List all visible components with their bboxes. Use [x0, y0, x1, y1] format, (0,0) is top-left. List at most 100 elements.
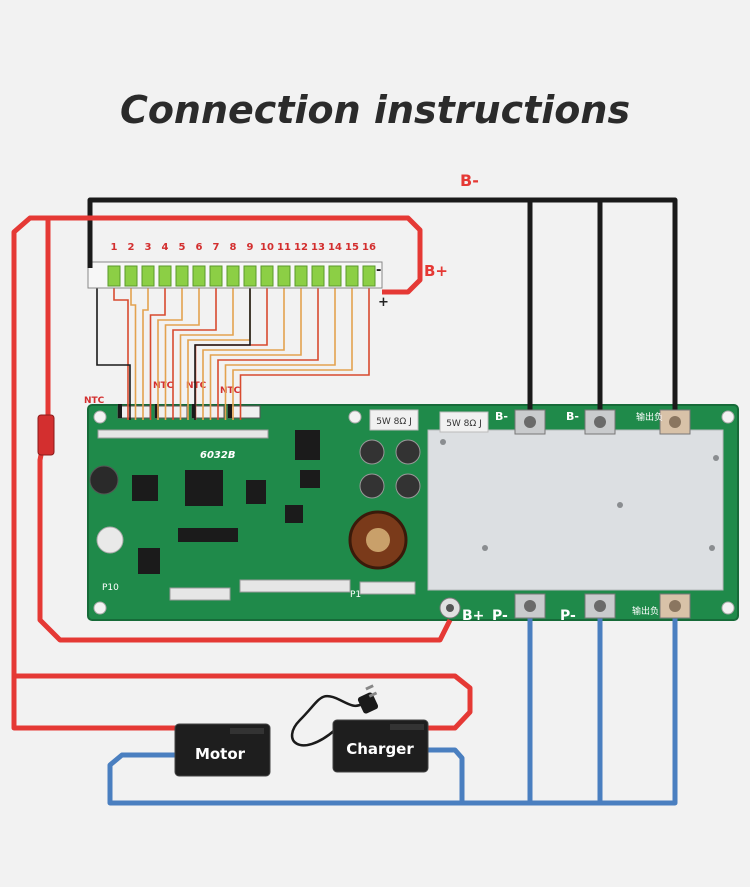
b-plus-label: B+: [424, 262, 448, 280]
balance-wire-14: [224, 288, 336, 420]
balance-wire-15: [232, 288, 353, 420]
balance-wire-6: [164, 288, 200, 420]
capacitor: [359, 439, 385, 465]
balance-wire-12: [209, 288, 302, 420]
cell-number: 3: [145, 242, 152, 253]
cell-number: 10: [260, 242, 274, 253]
pack-plus-label: +: [378, 295, 389, 310]
port-label: P10: [102, 583, 119, 593]
charger-label: Charger: [346, 740, 414, 758]
cell-number: 5: [179, 242, 186, 253]
pack-minus-label: -: [376, 263, 381, 278]
b-minus-label: B-: [460, 171, 479, 190]
balance-pin-5: [175, 265, 189, 287]
sense-wire: [96, 288, 131, 420]
terminal-label: B+: [462, 608, 484, 624]
chip: [132, 475, 158, 501]
cell-number: 15: [345, 242, 359, 253]
page-title: Connection instructions: [119, 88, 631, 132]
balance-wire-4: [149, 288, 166, 420]
motor: Motor: [174, 723, 271, 777]
balance-pin-4: [158, 265, 172, 287]
balance-wire-5: [157, 288, 183, 420]
header-connector: [239, 579, 351, 593]
cell-number: 13: [311, 242, 325, 253]
buzzer: [89, 465, 119, 495]
balance-pin-13: [311, 265, 325, 287]
capacitor: [395, 473, 421, 499]
chip: [178, 528, 238, 542]
terminals: B- B- 输出负 B+ P- P- 输出负: [439, 409, 691, 624]
heatsink: [427, 429, 724, 591]
balance-wire-3: [142, 288, 149, 420]
balance-pin-6: [192, 265, 206, 287]
bms-board: 5W 8Ω J 5W 8Ω J 6032B P10 P1: [87, 404, 739, 621]
power-resistor: [439, 411, 489, 433]
balance-pin-1: [107, 265, 121, 287]
charger: Charger: [332, 719, 429, 773]
balance-pin-16: [362, 265, 376, 287]
cell-number: 8: [230, 242, 237, 253]
cell-number: 16: [362, 242, 376, 253]
terminal-label: 输出负: [632, 605, 659, 617]
cell-number: 11: [277, 242, 291, 253]
header-connector: [97, 429, 269, 439]
cell-number: 14: [328, 242, 342, 253]
main-chip: [185, 470, 223, 506]
balance-pin-15: [345, 265, 359, 287]
motor-label: Motor: [195, 745, 246, 763]
balance-pin-14: [328, 265, 342, 287]
chip: [246, 480, 266, 504]
balance-wires: [96, 288, 370, 420]
terminal-label: B-: [495, 410, 508, 423]
cell-number: 6: [196, 242, 203, 253]
balance-pin-11: [277, 265, 291, 287]
p-minus-wire: [107, 612, 678, 806]
ntc-label: NTC: [84, 396, 105, 406]
ntc-label: NTC: [153, 381, 174, 391]
cell-number: 2: [128, 242, 135, 253]
plug-icon: [357, 684, 379, 714]
balance-pin-12: [294, 265, 308, 287]
balance-wire-16: [239, 288, 370, 420]
charger-cable: [290, 694, 363, 747]
balance-pin-10: [260, 265, 274, 287]
ntc-connectors: NTC NTC NTC NTC: [84, 381, 261, 419]
header-connector: [359, 581, 416, 595]
ntc-label: NTC: [186, 381, 207, 391]
terminal-label: P-: [560, 608, 576, 624]
power-resistor: [369, 409, 419, 431]
chip: [300, 470, 320, 488]
balance-pin-3: [141, 265, 155, 287]
balance-wire-1: [113, 288, 129, 420]
balance-pin-7: [209, 265, 223, 287]
chip: [285, 505, 303, 523]
b-minus-wire: [87, 197, 678, 418]
wire-connector: [37, 414, 55, 456]
cell-number: 9: [247, 242, 254, 253]
balance-pin-9: [243, 265, 257, 287]
resistor-label: 5W 8Ω J: [446, 419, 482, 429]
cell-number: 1: [111, 242, 118, 253]
terminal-label: 输出负: [636, 411, 663, 423]
capacitor: [359, 473, 385, 499]
balance-wire-13: [217, 288, 319, 420]
terminal-label: B-: [566, 410, 579, 423]
cell-number: 4: [162, 242, 169, 253]
ntc-label: NTC: [220, 386, 241, 396]
port-label: P1: [350, 590, 361, 600]
balance-pin-2: [124, 265, 138, 287]
balance-pin-8: [226, 265, 240, 287]
balance-wire-11: [202, 288, 285, 420]
resistor-label: 5W 8Ω J: [376, 417, 412, 427]
balance-connector: - +: [87, 261, 389, 310]
balance-wire-10: [194, 288, 268, 420]
cell-number: 7: [213, 242, 220, 253]
board-model-label: 6032B: [200, 450, 235, 461]
balance-wire-2: [130, 288, 137, 420]
capacitor: [96, 526, 124, 554]
balance-wire-7: [172, 288, 217, 420]
